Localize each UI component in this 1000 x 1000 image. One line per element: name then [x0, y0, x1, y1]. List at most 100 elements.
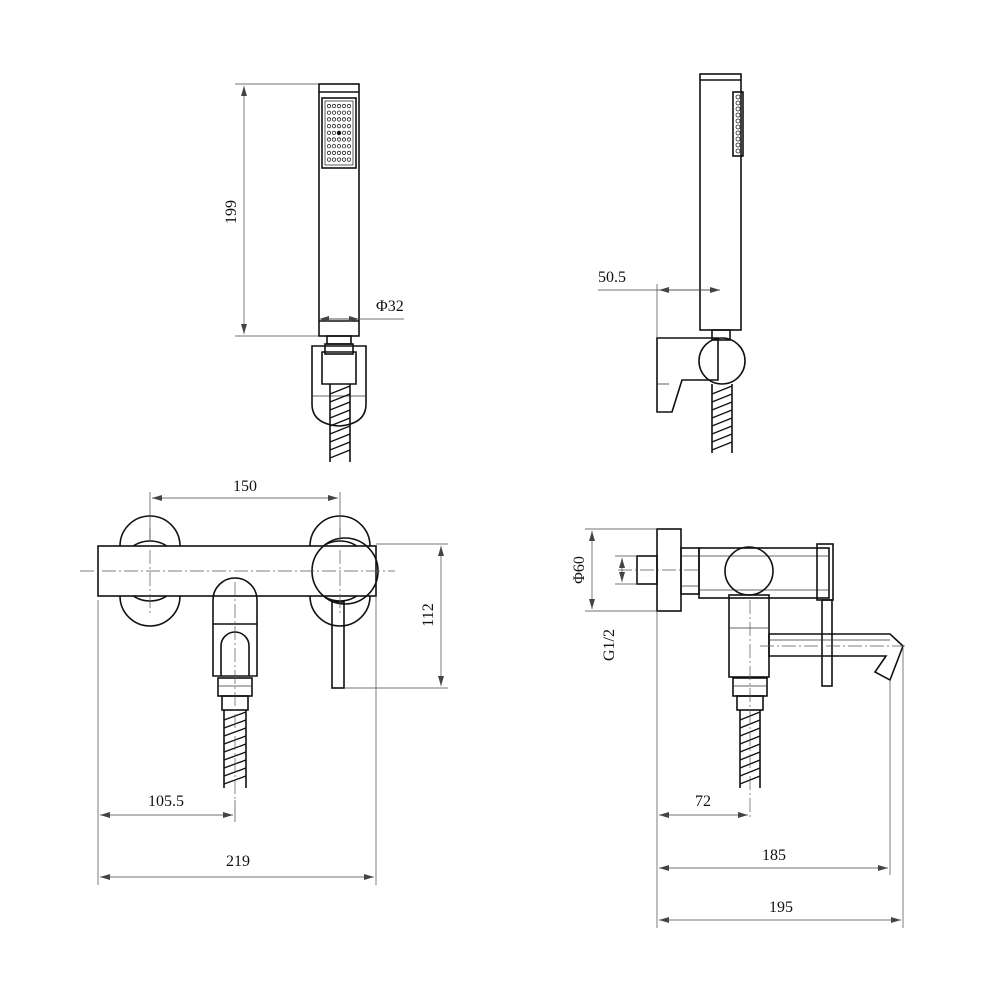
nozzle: [326, 137, 332, 142]
diverter-body: [212, 577, 258, 677]
hose-winding: [329, 401, 351, 411]
wall-bracket: [656, 337, 719, 413]
nozzle: [735, 136, 741, 142]
lever-handle: [331, 601, 345, 689]
hose-side: [711, 384, 733, 453]
hose-winding: [711, 385, 733, 395]
dim-spout-projection: 185: [762, 847, 786, 864]
lever-handle-side: [821, 599, 833, 687]
nozzle: [735, 148, 741, 154]
diverter-column: [728, 594, 770, 678]
dim-thread-size: G1/2: [601, 629, 618, 661]
dim-body-height: 112: [420, 603, 437, 626]
nozzle: [735, 112, 741, 118]
dim-overall-projection: 195: [769, 899, 793, 916]
hose-winding: [711, 433, 733, 443]
dim-hose-outlet-projection: 72: [695, 793, 711, 810]
nozzle: [346, 150, 352, 155]
hose-winding: [329, 385, 351, 395]
lever-block: [816, 543, 834, 601]
nozzle: [331, 150, 337, 155]
hose-winding: [711, 401, 733, 411]
nozzle: [341, 144, 347, 149]
dim-overall-width: 219: [226, 853, 250, 870]
mixer-side-view: Φ60 G1/2 72 185 195: [571, 528, 905, 928]
nozzle: [735, 130, 741, 136]
bath-spout: [768, 633, 904, 682]
nozzle: [336, 137, 342, 142]
nozzle: [735, 142, 741, 148]
dim-handset-diameter: Φ32: [376, 298, 404, 315]
nozzle: [346, 117, 352, 122]
hose-winding: [329, 449, 351, 459]
nozzle: [336, 103, 342, 109]
nozzle: [341, 117, 347, 122]
mixer-front-view: 150 112 105.5 219: [80, 478, 448, 885]
nozzle: [735, 118, 741, 124]
hose-winding: [711, 393, 733, 403]
hose-side-mixer: [739, 710, 761, 788]
nozzle: [336, 110, 342, 115]
dim-rosette-diameter: Φ60: [571, 556, 588, 584]
mixer-side-body: [698, 547, 830, 599]
nozzle: [326, 110, 332, 115]
nozzle: [341, 150, 347, 155]
nozzle: [341, 137, 347, 142]
nozzle: [346, 130, 352, 135]
handshower-side-view: 50.5: [598, 73, 746, 453]
nozzle: [336, 157, 342, 162]
spray-face: [321, 97, 357, 169]
nozzle: [336, 117, 342, 122]
handset-side-body: [699, 73, 742, 331]
nozzle: [331, 103, 337, 109]
nozzle: [346, 110, 352, 115]
wall-holder: [311, 345, 367, 427]
nozzle: [341, 157, 347, 162]
nozzle: [346, 124, 352, 129]
dim-handset-length: 199: [223, 200, 240, 224]
hose-winding: [329, 441, 351, 451]
nozzle: [326, 124, 332, 129]
nozzle: [326, 117, 332, 122]
hose-winding: [711, 441, 733, 451]
nozzle: [331, 110, 337, 115]
hose-winding: [223, 751, 247, 761]
nozzle: [326, 157, 332, 162]
nozzle: [341, 103, 347, 109]
hose-winding: [329, 425, 351, 435]
nozzle: [331, 144, 337, 149]
nozzle: [331, 137, 337, 142]
spray-center: [336, 130, 342, 136]
hose-winding: [739, 743, 761, 753]
nozzle: [735, 124, 741, 130]
diverter-knob: [724, 546, 774, 596]
dim-bracket-offset: 50.5: [598, 269, 626, 286]
dim-outlet-offset: 105.5: [148, 793, 184, 810]
nozzle: [336, 150, 342, 155]
nozzle: [331, 124, 337, 129]
nozzle: [341, 130, 347, 135]
hose: [329, 384, 351, 462]
nozzle: [346, 137, 352, 142]
nozzle: [735, 94, 741, 100]
nozzle: [331, 117, 337, 122]
nozzle: [331, 130, 337, 135]
nozzle: [346, 144, 352, 149]
nozzle: [331, 157, 337, 162]
hose-winding: [329, 433, 351, 443]
nozzle: [735, 106, 741, 112]
hose-winding: [329, 417, 351, 427]
hose-winding: [329, 409, 351, 419]
hose-winding: [329, 393, 351, 403]
nozzle: [326, 150, 332, 155]
dim-inlet-spacing: 150: [233, 478, 257, 495]
hose-winding: [711, 417, 733, 427]
nozzle: [336, 144, 342, 149]
nozzle: [346, 157, 352, 162]
spray-nozzles: [326, 103, 352, 162]
nozzle: [341, 110, 347, 115]
nozzle: [336, 124, 342, 129]
hose-winding: [711, 409, 733, 419]
nozzle: [326, 103, 332, 109]
